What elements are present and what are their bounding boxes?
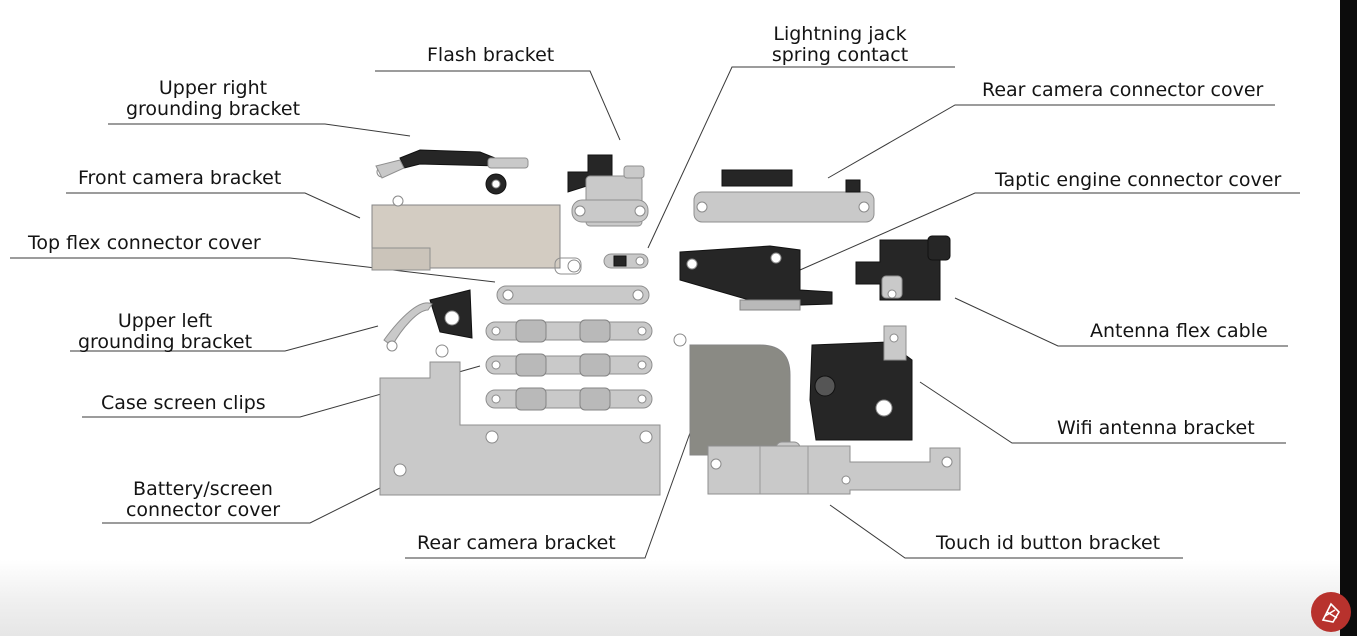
part-flash-bracket <box>567 154 649 227</box>
label-upper-right-grounding-bracket: Upper right grounding bracket <box>108 78 318 120</box>
label-antenna-flex-cable: Antenna flex cable <box>1090 320 1268 342</box>
label-upper-left-grounding-bracket: Upper left grounding bracket <box>60 311 270 353</box>
part-taptic-connector-cover <box>679 245 833 311</box>
logo-badge-icon <box>1311 592 1351 632</box>
leader-taptic <box>799 192 1300 271</box>
part-rear-camera-bracket <box>673 333 801 463</box>
leader-upper-right <box>108 123 411 137</box>
label-rear-camera-connector-cover: Rear camera connector cover <box>982 79 1264 101</box>
part-upper-left-grounding-bracket <box>383 289 473 352</box>
leader-lines <box>10 66 1300 559</box>
right-edge-bar <box>1340 0 1357 636</box>
leader-flash-bracket <box>375 70 621 141</box>
leader-wifi <box>919 381 1286 444</box>
leader-front-camera <box>66 192 361 219</box>
leader-antenna-flex <box>954 297 1288 347</box>
leader-battery <box>102 487 381 524</box>
part-battery-screen-connector-cover <box>379 344 661 496</box>
part-case-screen-clips <box>485 319 653 411</box>
leader-lightning-jack <box>647 66 955 249</box>
label-front-camera-bracket: Front camera bracket <box>78 167 282 189</box>
label-wifi-antenna-bracket: Wifi antenna bracket <box>1057 417 1255 439</box>
part-touch-id-bracket <box>707 445 961 495</box>
part-top-flex-connector-cover <box>496 285 650 305</box>
part-wifi-antenna-bracket <box>809 325 913 441</box>
label-upper-left-line-1: Upper left <box>117 310 213 332</box>
label-taptic-engine-connector-cover: Taptic engine connector cover <box>995 169 1282 191</box>
leader-rear-camera-bracket <box>405 432 691 559</box>
label-lightning-jack-line-2: spring contact <box>771 44 909 66</box>
leader-top-flex <box>10 257 496 283</box>
label-upper-left-line-2: grounding bracket <box>77 331 253 353</box>
label-battery-screen-connector-cover: Battery/screen connector cover <box>108 479 298 521</box>
label-upper-right-line-2: grounding bracket <box>125 98 301 120</box>
label-lightning-jack-line-1: Lightning jack <box>773 23 907 45</box>
part-front-camera-bracket <box>371 195 582 275</box>
label-case-screen-clips: Case screen clips <box>101 392 266 414</box>
leader-rear-camera-cover <box>827 104 1275 179</box>
label-upper-right-line-1: Upper right <box>158 77 268 99</box>
label-flash-bracket: Flash bracket <box>427 44 555 66</box>
leader-upper-left <box>70 325 379 352</box>
part-upper-right-grounding-bracket <box>375 149 529 195</box>
part-antenna-flex-cable <box>855 235 951 301</box>
part-lightning-spring-contact <box>603 253 649 269</box>
label-battery-line-2: connector cover <box>125 499 281 521</box>
leader-touch-id <box>829 504 1183 559</box>
label-top-flex-connector-cover: Top flex connector cover <box>28 232 261 254</box>
label-touch-id-button-bracket: Touch id button bracket <box>936 532 1161 554</box>
label-rear-camera-bracket: Rear camera bracket <box>417 532 616 554</box>
label-battery-line-1: Battery/screen <box>133 478 273 500</box>
part-rear-camera-connector-cover <box>693 169 875 223</box>
label-lightning-jack-spring-contact: Lightning jack spring contact <box>755 24 925 66</box>
